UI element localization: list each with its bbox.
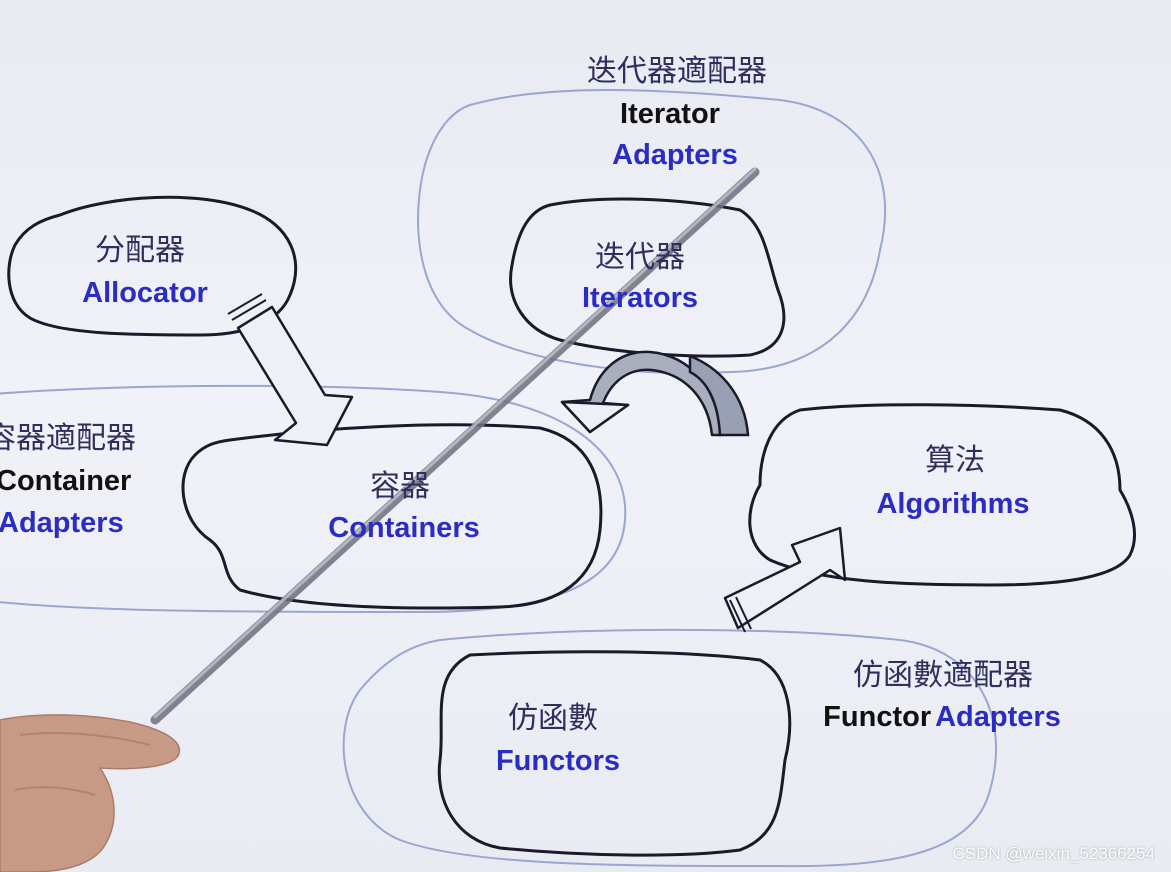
iterators-cjk-label: 迭代器 <box>595 240 685 275</box>
containers-en-label: Containers <box>328 512 480 544</box>
allocator-to-containers-arrow <box>227 293 354 447</box>
iterators-curved-arrow <box>560 350 750 437</box>
functors-en-label: Functors <box>495 745 621 777</box>
iterator-adapters-en-line2: Adapters <box>612 139 738 171</box>
functors-cjk-label: 仿函數 <box>508 701 598 736</box>
container-adapters-en-line2: Adapters <box>0 507 124 539</box>
functor-adapters-region <box>342 628 997 868</box>
algorithms-en-label: Algorithms <box>876 488 1030 520</box>
algorithms-cloud <box>748 403 1137 587</box>
containers-cjk-label: 容器 <box>370 469 430 504</box>
iterators-cloud <box>509 197 786 358</box>
allocator-en-label: Allocator <box>82 277 208 309</box>
allocator-cjk-label: 分配器 <box>95 233 185 268</box>
iterator-adapters-cjk-label: 迭代器適配器 <box>587 54 767 89</box>
functor-adapters-en-black: Functor <box>823 701 932 733</box>
functors-cloud <box>437 650 792 857</box>
presenter-hand <box>0 714 181 872</box>
pointer-stick <box>150 167 760 725</box>
container-adapters-en-line1: Container <box>0 465 132 497</box>
iterators-en-label: Iterators <box>581 282 699 314</box>
iterator-adapters-region <box>417 88 887 375</box>
allocator-cloud <box>7 195 298 337</box>
functor-adapters-cjk-label: 仿函數適配器 <box>853 658 1033 693</box>
csdn-watermark: CSDN @weixin_52366254 <box>952 844 1155 863</box>
functor-adapters-to-algorithms-arrow <box>723 526 847 633</box>
algorithms-cjk-label: 算法 <box>925 443 985 478</box>
container-adapters-region <box>0 384 627 614</box>
functor-adapters-en-label: Functor Adapters <box>823 703 1061 732</box>
functor-adapters-en-blue: Adapters <box>935 701 1061 733</box>
iterator-adapters-en-line1: Iterator <box>620 98 720 130</box>
containers-cloud <box>181 423 603 610</box>
container-adapters-cjk-label: 容器適配器 <box>0 421 136 456</box>
